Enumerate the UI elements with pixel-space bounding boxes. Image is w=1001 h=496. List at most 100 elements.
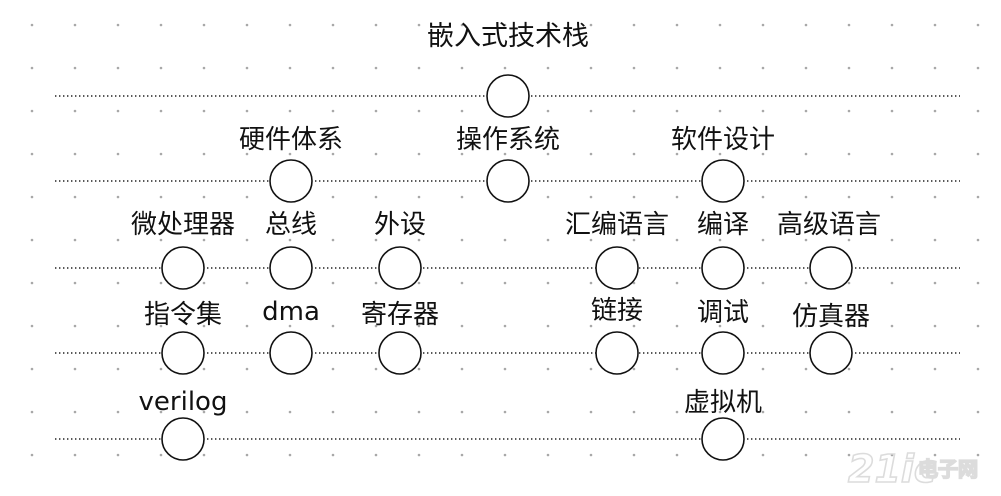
grid-dot xyxy=(675,367,679,371)
grid-dot xyxy=(202,109,206,113)
grid-dot xyxy=(675,410,679,414)
grid-dot xyxy=(890,367,894,371)
grid-dot xyxy=(159,410,163,414)
grid-dot xyxy=(331,109,335,113)
grid-dot xyxy=(374,109,378,113)
grid-dot xyxy=(202,66,206,70)
grid-dot xyxy=(417,152,421,156)
grid-dot xyxy=(976,109,980,113)
grid-dot xyxy=(761,410,765,414)
grid-dot xyxy=(417,23,421,27)
grid-dot xyxy=(632,238,636,242)
grid-dot xyxy=(331,238,335,242)
grid-dot xyxy=(116,23,120,27)
grid-dot xyxy=(718,109,722,113)
grid-dot xyxy=(589,66,593,70)
node-circle-emulator xyxy=(809,331,853,375)
watermark-site-text: 电子网 xyxy=(918,457,978,481)
node-circle-hardware xyxy=(269,159,313,203)
grid-dot xyxy=(245,109,249,113)
grid-dot xyxy=(847,109,851,113)
node-circle-assembly xyxy=(595,246,639,290)
grid-dot xyxy=(73,281,77,285)
grid-dot xyxy=(116,195,120,199)
grid-dot xyxy=(460,410,464,414)
grid-dot xyxy=(73,152,77,156)
grid-dot xyxy=(976,23,980,27)
grid-dot xyxy=(417,453,421,457)
grid-dot xyxy=(632,23,636,27)
node-circle-microprocessor xyxy=(161,246,205,290)
grid-dot xyxy=(503,152,507,156)
grid-dot xyxy=(761,109,765,113)
grid-dot xyxy=(546,410,550,414)
grid-dot xyxy=(847,324,851,328)
grid-dot xyxy=(331,281,335,285)
grid-dot xyxy=(933,23,937,27)
grid-dot xyxy=(202,238,206,242)
node-label-verilog: verilog xyxy=(139,387,228,417)
grid-dot xyxy=(30,152,34,156)
grid-dot xyxy=(761,453,765,457)
grid-dot xyxy=(933,152,937,156)
grid-dot xyxy=(976,66,980,70)
node-circle-link xyxy=(595,331,639,375)
grid-dot xyxy=(890,238,894,242)
grid-dot xyxy=(804,152,808,156)
grid-dot xyxy=(159,195,163,199)
grid-dot xyxy=(159,324,163,328)
grid-dot xyxy=(73,66,77,70)
grid-dot xyxy=(718,324,722,328)
grid-dot xyxy=(30,238,34,242)
grid-dot xyxy=(847,195,851,199)
grid-dot xyxy=(933,410,937,414)
grid-dot xyxy=(417,195,421,199)
grid-dot xyxy=(73,410,77,414)
grid-dot xyxy=(933,281,937,285)
node-label-high-level-lang: 高级语言 xyxy=(777,210,881,240)
grid-dot xyxy=(202,410,206,414)
node-label-emulator: 仿真器 xyxy=(792,302,870,332)
grid-dot xyxy=(331,453,335,457)
grid-dot xyxy=(589,238,593,242)
node-label-compile: 编译 xyxy=(697,210,749,240)
grid-dot xyxy=(761,66,765,70)
watermark-logo-text: 21ic xyxy=(848,447,937,491)
grid-dot xyxy=(890,66,894,70)
grid-dot xyxy=(804,453,808,457)
grid-dot xyxy=(460,367,464,371)
grid-dot xyxy=(890,453,894,457)
grid-dot xyxy=(460,23,464,27)
node-label-hardware: 硬件体系 xyxy=(239,125,343,155)
grid-dot xyxy=(245,281,249,285)
grid-dot xyxy=(976,410,980,414)
grid-dot xyxy=(374,195,378,199)
background-dot-grid xyxy=(30,23,980,457)
diagram-title: 嵌入式技术栈 xyxy=(427,21,589,52)
grid-dot xyxy=(546,109,550,113)
node-label-software: 软件设计 xyxy=(671,125,775,155)
grid-dot xyxy=(30,23,34,27)
grid-dot xyxy=(675,109,679,113)
grid-dot xyxy=(417,281,421,285)
grid-dot xyxy=(890,281,894,285)
grid-dot xyxy=(503,238,507,242)
grid-dot xyxy=(288,109,292,113)
grid-dot xyxy=(460,281,464,285)
grid-dot xyxy=(503,367,507,371)
grid-dot xyxy=(202,195,206,199)
grid-dot xyxy=(546,324,550,328)
grid-dot xyxy=(976,324,980,328)
grid-dot xyxy=(331,152,335,156)
node-circle-os xyxy=(486,159,530,203)
grid-dot xyxy=(374,324,378,328)
grid-dot xyxy=(503,281,507,285)
grid-dot xyxy=(30,410,34,414)
grid-dot xyxy=(589,410,593,414)
grid-dot xyxy=(288,410,292,414)
grid-dot xyxy=(976,238,980,242)
grid-dot xyxy=(503,324,507,328)
grid-dot xyxy=(245,453,249,457)
node-label-debug: 调试 xyxy=(697,298,749,328)
